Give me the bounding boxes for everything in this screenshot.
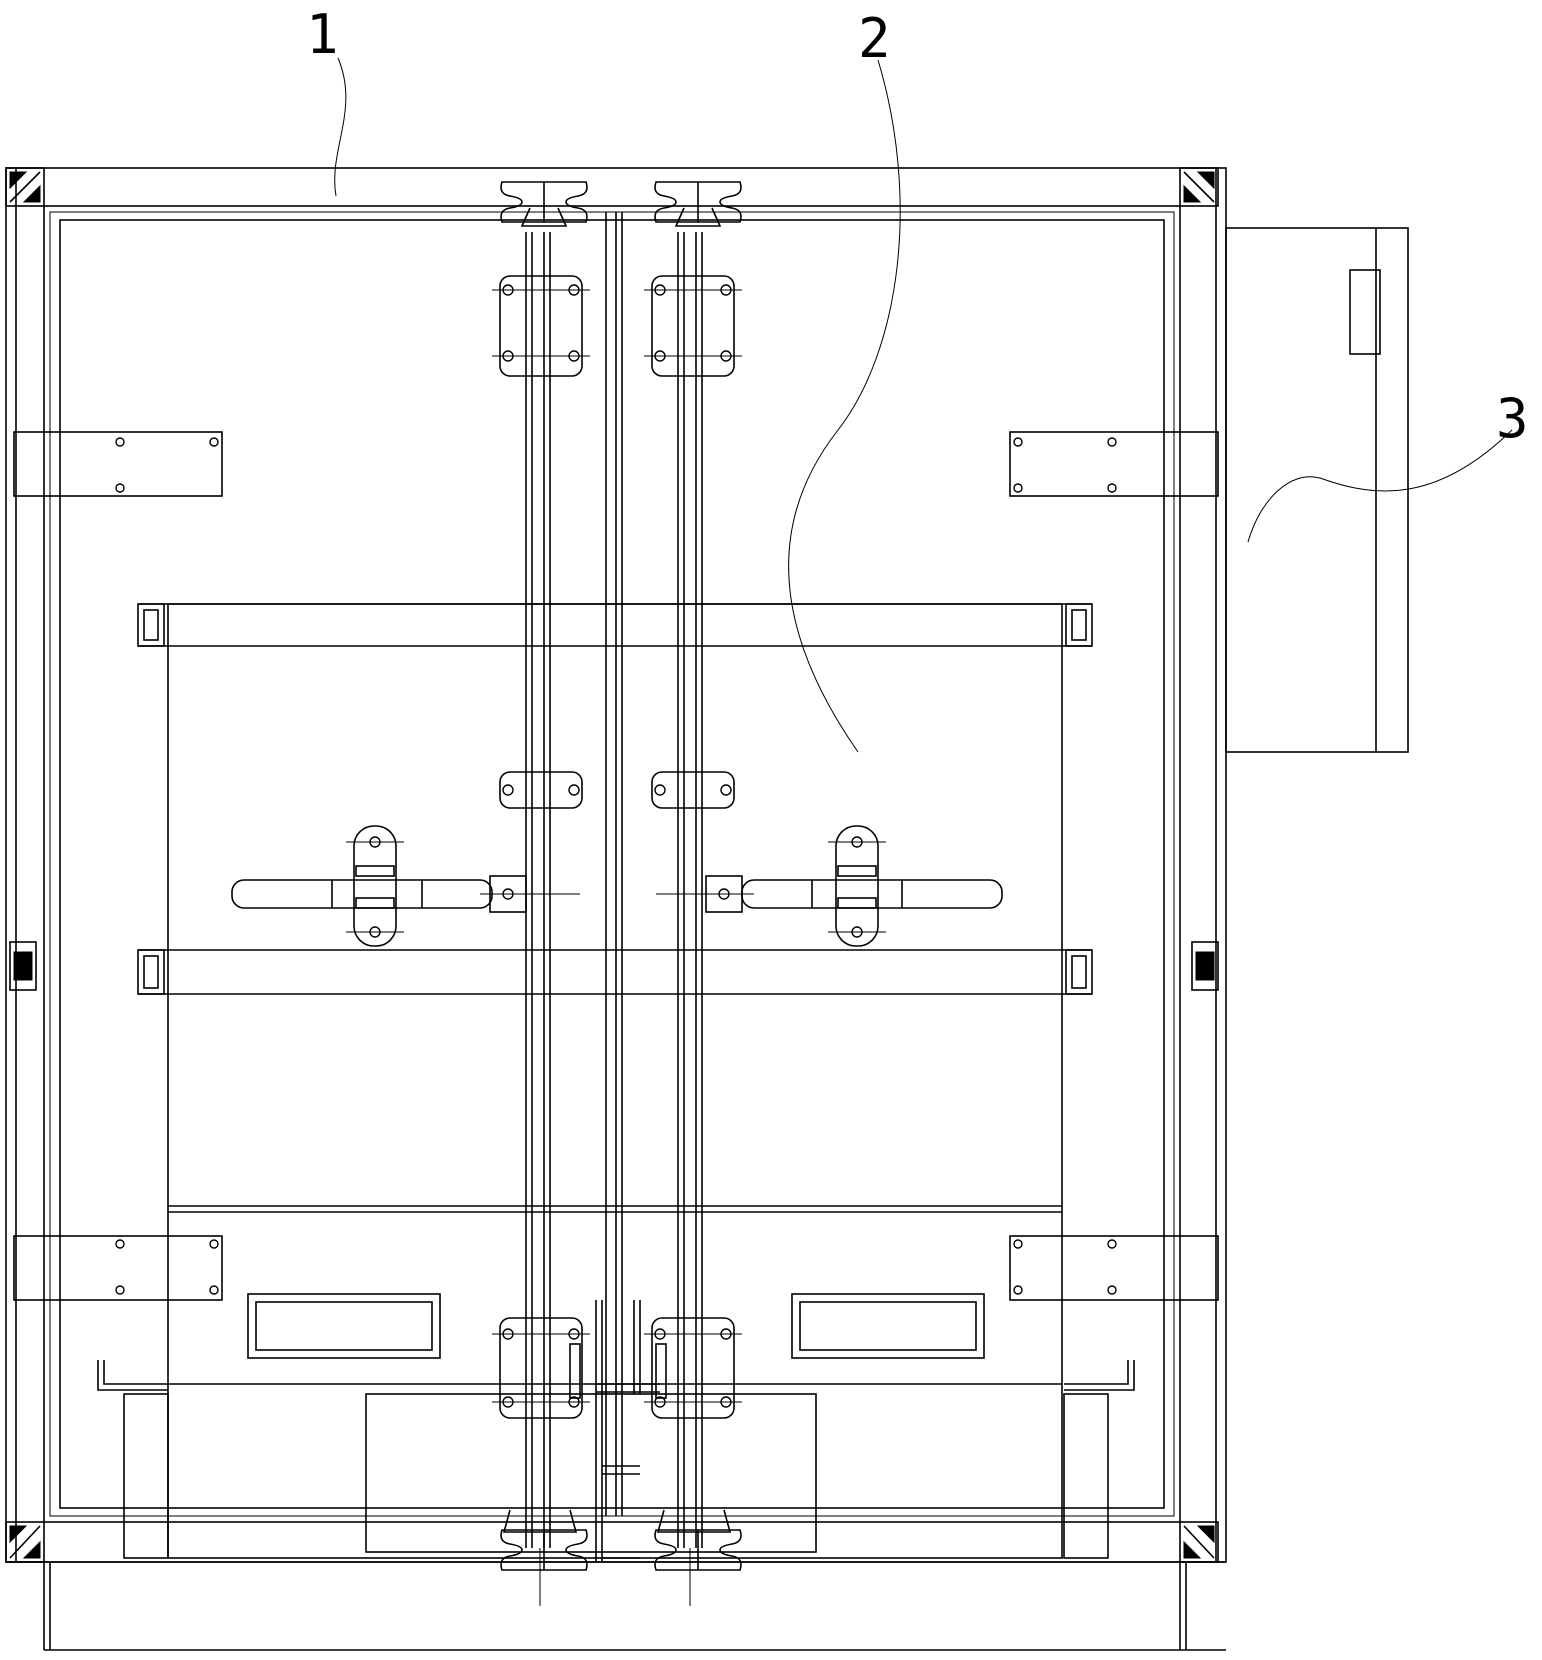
cam-keeper-top-left (500, 181, 588, 227)
hinge-plate-bottom-right (1009, 1235, 1219, 1301)
corner-casting-bottom-left (5, 1521, 45, 1563)
corner-casting-top-left (5, 167, 45, 207)
lower-plate (365, 1300, 817, 1562)
hinge-plate-top-left (13, 431, 223, 497)
side-fitting-left (9, 941, 37, 991)
locking-rod-left (525, 232, 551, 1606)
cam-keeper-bottom-right (654, 1509, 742, 1571)
locking-handle-right (656, 825, 1003, 947)
hinge-plate-top-right (1009, 431, 1219, 497)
hinge-plate-bottom-left (13, 1235, 223, 1301)
cam-keeper-bottom-left (500, 1509, 588, 1571)
callout-label-2: 2 (858, 7, 891, 70)
container-door (605, 212, 623, 1516)
rod-bracket-mid-left (499, 771, 583, 809)
leader-line-3 (1247, 429, 1513, 543)
corner-casting-top-right (1179, 167, 1219, 207)
rod-bracket-mid-right (651, 771, 735, 809)
rod-bracket-top-right (644, 275, 742, 377)
leader-line-1 (334, 57, 347, 197)
rod-bracket-bottom-right (644, 1317, 742, 1419)
rod-bracket-top-left (492, 275, 590, 377)
corner-casting-bottom-right (1179, 1521, 1219, 1563)
step-bracket-left (97, 1360, 169, 1559)
locking-handle-left (231, 825, 580, 947)
bottom-skid (6, 1561, 1226, 1651)
locking-rod-right (677, 232, 703, 1606)
side-box (1225, 227, 1409, 753)
step-bracket-right (1063, 1360, 1135, 1559)
callout-label-1: 1 (306, 3, 339, 66)
document-holder-left (247, 1293, 441, 1359)
callout-label-3: 3 (1496, 387, 1529, 450)
leader-line-2 (788, 59, 901, 753)
door-inner-panel (137, 603, 1093, 1559)
cam-keeper-top-right (654, 181, 742, 227)
document-holder-right (791, 1293, 985, 1359)
rod-bracket-bottom-left (492, 1317, 590, 1419)
side-fitting-right (1191, 941, 1219, 991)
